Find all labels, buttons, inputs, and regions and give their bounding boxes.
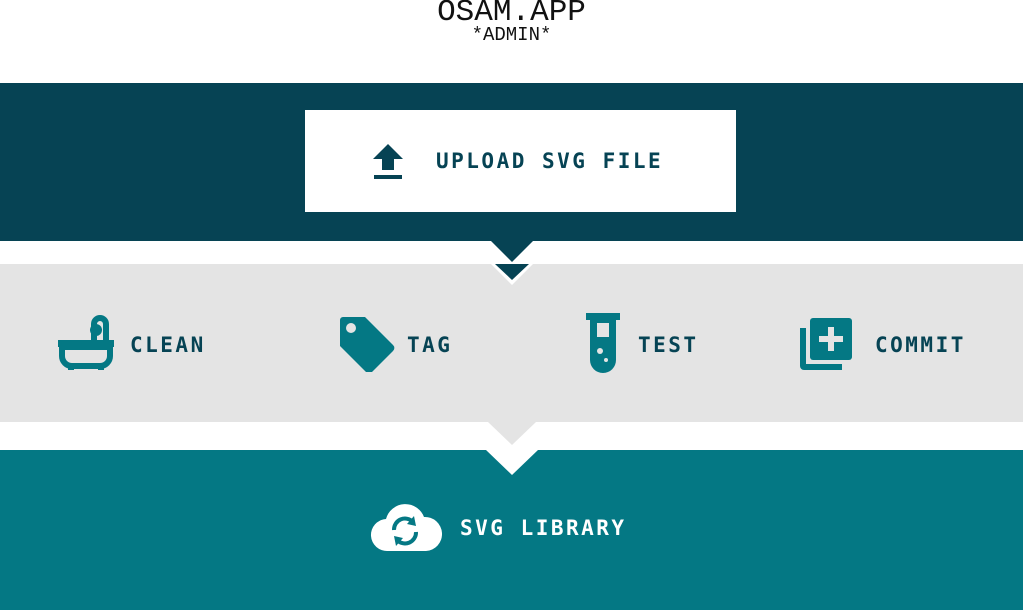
- upload-label: UPLOAD SVG FILE: [436, 149, 664, 173]
- tag-icon: [339, 316, 395, 374]
- step-commit[interactable]: COMMIT: [800, 312, 975, 376]
- test-tube-icon: [586, 313, 620, 375]
- step-test[interactable]: TEST: [586, 312, 716, 376]
- library-add-icon: [800, 318, 852, 370]
- step-label: TAG: [407, 333, 453, 357]
- svg-library-label: SVG LIBRARY: [460, 516, 627, 540]
- upload-svg-button[interactable]: UPLOAD SVG FILE: [305, 110, 736, 212]
- step-label: CLEAN: [130, 333, 206, 357]
- flow-arrow-notch: [486, 450, 538, 475]
- app-header: OSAM.APP *ADMIN*: [0, 0, 1023, 83]
- step-label: COMMIT: [875, 333, 966, 357]
- cloud-sync-icon: [370, 501, 443, 553]
- upload-icon: [372, 144, 404, 180]
- flow-arrow: [488, 422, 536, 445]
- step-tag[interactable]: TAG: [339, 312, 469, 376]
- app-subtitle: *ADMIN*: [471, 24, 552, 46]
- flow-arrow-tip: [495, 264, 529, 280]
- bathtub-icon: [58, 314, 114, 370]
- svg-library-button[interactable]: SVG LIBRARY: [370, 497, 650, 557]
- processing-steps-section: [0, 264, 1023, 422]
- app-title: OSAM.APP: [437, 0, 586, 30]
- step-label: TEST: [638, 333, 699, 357]
- flow-arrow: [491, 241, 533, 262]
- library-section: [0, 450, 1023, 610]
- step-clean[interactable]: CLEAN: [58, 312, 228, 376]
